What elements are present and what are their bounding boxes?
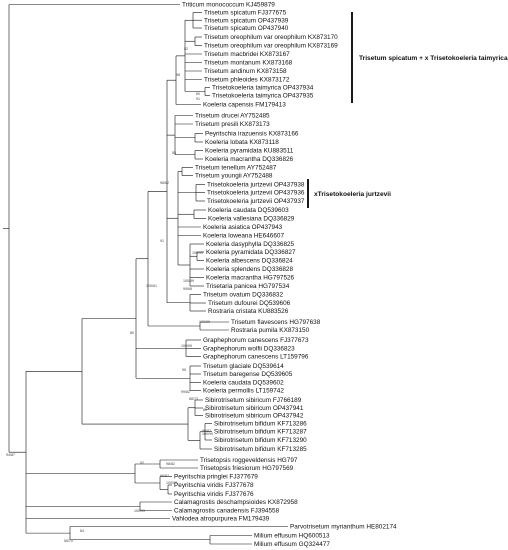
- taxon-label: Peyritschia viridis FJ377678: [174, 482, 254, 489]
- taxon-label: Koeleria loweana HE646607: [203, 233, 284, 240]
- taxon-label: Calamagrostis deschampsioides KX872958: [174, 499, 298, 506]
- support-value: 98/82: [166, 462, 175, 466]
- taxon-label: Sibirotrisetum sibiricum FJ766189: [205, 397, 302, 404]
- support-value: 92: [140, 461, 144, 465]
- taxon-label: Milium effusum HQ600513: [254, 533, 330, 540]
- taxon-label: Trisetum spicatum FJ377675: [204, 10, 287, 17]
- taxon-label: Koeleria permollis LT159742: [203, 388, 284, 395]
- support-value: 99/82: [181, 390, 190, 394]
- support-value: 55/70: [64, 539, 73, 543]
- support-value: 91: [196, 97, 200, 101]
- support-value: 80: [130, 331, 134, 335]
- support-value: 100/61: [146, 284, 157, 288]
- clade-label-jurtzevii: xTrisetokoeleria jurtzevii: [314, 191, 391, 198]
- taxon-label: Trisetum presili KX873173: [195, 121, 270, 128]
- taxon-label: Trisetum oreophilum var oreophilum KX873…: [204, 34, 338, 41]
- support-value: 91: [160, 239, 164, 243]
- taxon-label: Calamagrostis canadensis FJ394558: [174, 508, 280, 515]
- taxon-label: Sibirotrisetum bifidum KF713285: [214, 446, 307, 453]
- taxon-label: Sibirotrisetum bifidum KF713290: [214, 437, 307, 444]
- taxon-label: Trisetum phleoides KX873172: [204, 77, 290, 84]
- support-value: 89: [203, 408, 207, 412]
- support-value: 99/68: [183, 287, 192, 291]
- taxon-label: Trisetaria panicea HG797534: [206, 283, 290, 290]
- taxon-label: Parvotrisetum myrianthum HE802174: [290, 524, 397, 531]
- support-value: 96/87: [160, 474, 169, 478]
- support-value: 88/73: [189, 397, 198, 401]
- taxon-label: Rostraria pumila KX873150: [231, 327, 310, 334]
- support-value: 100/99: [202, 432, 213, 436]
- taxon-label: Trisetum ovatum DQ336832: [203, 292, 283, 299]
- taxon-label: Koeleria dasyphylla DQ336825: [206, 241, 295, 248]
- support-value: 96/87: [202, 429, 211, 433]
- taxon-label: Trisetum tenellum AY752487: [195, 165, 277, 172]
- taxon-label: Koeleria vallesiana DQ336829: [208, 216, 295, 223]
- taxon-label: Graphephorum canescens FJ377673: [203, 337, 309, 344]
- taxon-label: Trisetum glaciale DQ539614: [203, 363, 284, 370]
- tree-branches: [3, 4, 288, 545]
- taxon-label: Trisetum montanum KX873168: [204, 60, 293, 67]
- support-value: 100/99: [181, 344, 192, 348]
- support-value: 100/99: [166, 481, 177, 485]
- taxon-label: Trisetum spicatum OP437939: [204, 17, 289, 24]
- clade-label-spicatum: Trisetum spicatum + x Trisetokoeleria ta…: [359, 55, 508, 62]
- taxon-label: Trisetum youngii AY752488: [195, 173, 273, 180]
- taxon-label: Koeleria capensis FM179413: [203, 102, 286, 109]
- taxon-label: Graphephorum wolfii DQ336823: [203, 346, 295, 353]
- taxon-label: Peyritschia irazuensis KX873166: [205, 131, 299, 138]
- support-value: 95: [182, 368, 186, 372]
- taxon-label: Trisetum drucei AY752485: [195, 113, 270, 120]
- taxon-label: Vahlodea atropurpurea FM179439: [172, 516, 270, 523]
- taxon-label: Koeleria splendens DQ336828: [206, 266, 293, 273]
- support-value: 98: [176, 73, 180, 77]
- taxon-label: Koeleria lobata KX873118: [205, 139, 279, 146]
- taxon-label: Koeleria macrantha DQ336826: [205, 156, 294, 163]
- support-value: 64: [80, 529, 84, 533]
- taxon-label: Trisetokoeleria taimyrica OP437935: [212, 93, 314, 100]
- taxon-label: Trisetum baregense DQ539605: [203, 371, 293, 378]
- support-value: 100/99: [183, 279, 194, 283]
- taxon-label: Rostraria cristata KU883526: [208, 308, 289, 315]
- taxon-label: Trisetum dufourei DQ539606: [208, 300, 291, 307]
- taxon-label: Koeleria pyramidata KU883511: [205, 148, 294, 155]
- taxon-label: Koeleria caudata DQ539602: [203, 380, 284, 387]
- taxon-label: Trisetum macbridei KX873167: [204, 51, 290, 58]
- taxon-label: Sibirotrisetum sibiricum OP437941: [205, 405, 304, 412]
- taxon-label: Trisetopsis roggeveldensis HG797: [200, 457, 298, 464]
- taxon-label: Milium effusum GQ324477: [254, 541, 330, 548]
- support-value: 60: [196, 92, 200, 96]
- taxon-label: Trisetum andinum KX873158: [204, 68, 287, 75]
- taxon-label: Sibirotrisetum bifidum KF713286: [214, 421, 307, 428]
- support-value: 55: [172, 151, 176, 155]
- taxon-label: Sibirotrisetum bifidum KF713287: [214, 429, 307, 436]
- taxon-label: Trisetokoeleria taimyrica OP437934: [212, 85, 314, 92]
- support-value: 52: [184, 47, 188, 51]
- support-value: 98/62: [160, 181, 169, 185]
- taxon-label: Trisetopsis friesiorum HG797569: [200, 465, 294, 472]
- taxon-label: Trisetum flavescens HG797638: [231, 319, 321, 326]
- support-value: 100/99: [199, 320, 210, 324]
- clade-annotations: Trisetum spicatum + x Trisetokoeleria ta…: [307, 12, 508, 208]
- taxon-label: Koeleria albescens DQ336824: [206, 258, 293, 265]
- taxon-label: Koeleria asiatica OP437943: [203, 224, 283, 231]
- taxon-label: Koeleria caudata DQ539603: [208, 207, 289, 214]
- support-value: 100/99: [192, 251, 203, 255]
- taxon-label: Sibirotrisetum sibiricum OP437942: [205, 413, 304, 420]
- taxon-label: Peyritschia viridis FJ377676: [174, 491, 254, 498]
- taxon-label: Triticum monococcum KJ459879: [182, 2, 275, 9]
- taxon-label: Trisetum spicatum OP437940: [204, 25, 289, 32]
- taxon-label: Koeleria macrantha HG797526: [206, 275, 295, 282]
- support-value: 100/99: [134, 509, 145, 513]
- taxon-label: Peyritschia pringlei FJ377679: [174, 474, 258, 481]
- taxon-label: Graphephorum canescens LT159796: [203, 354, 309, 361]
- taxon-label: Trisetokoeleria jurtzevii OP437937: [207, 198, 305, 205]
- taxon-label: Trisetokoeleria jurtzevii OP437936: [207, 190, 305, 197]
- taxon-label: Koeleria pyramidata DQ336827: [206, 249, 296, 256]
- support-values: 529891605598/6291100/99100/9999/68100/61…: [6, 47, 213, 543]
- taxon-label: Trisetokoeleria jurtzevii OP437938: [207, 182, 305, 189]
- taxon-label: Trisetum oreophilum var oreophilum KX873…: [204, 43, 338, 50]
- support-value: 94/87: [6, 453, 15, 457]
